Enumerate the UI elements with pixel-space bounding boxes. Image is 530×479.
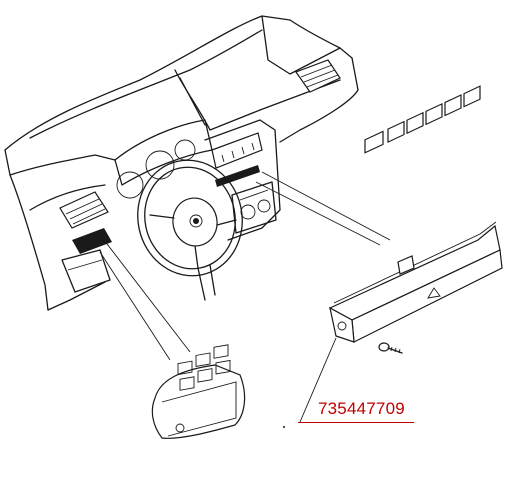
leader-lines <box>99 171 391 423</box>
mounting-screw <box>378 342 403 354</box>
part-number-label: 735447709 <box>318 399 405 418</box>
dashboard <box>4 15 359 311</box>
part-number-underline <box>298 422 414 423</box>
steering-wheel <box>137 159 243 301</box>
left-switch-panel <box>151 344 246 439</box>
center-switch-panel <box>328 85 503 343</box>
